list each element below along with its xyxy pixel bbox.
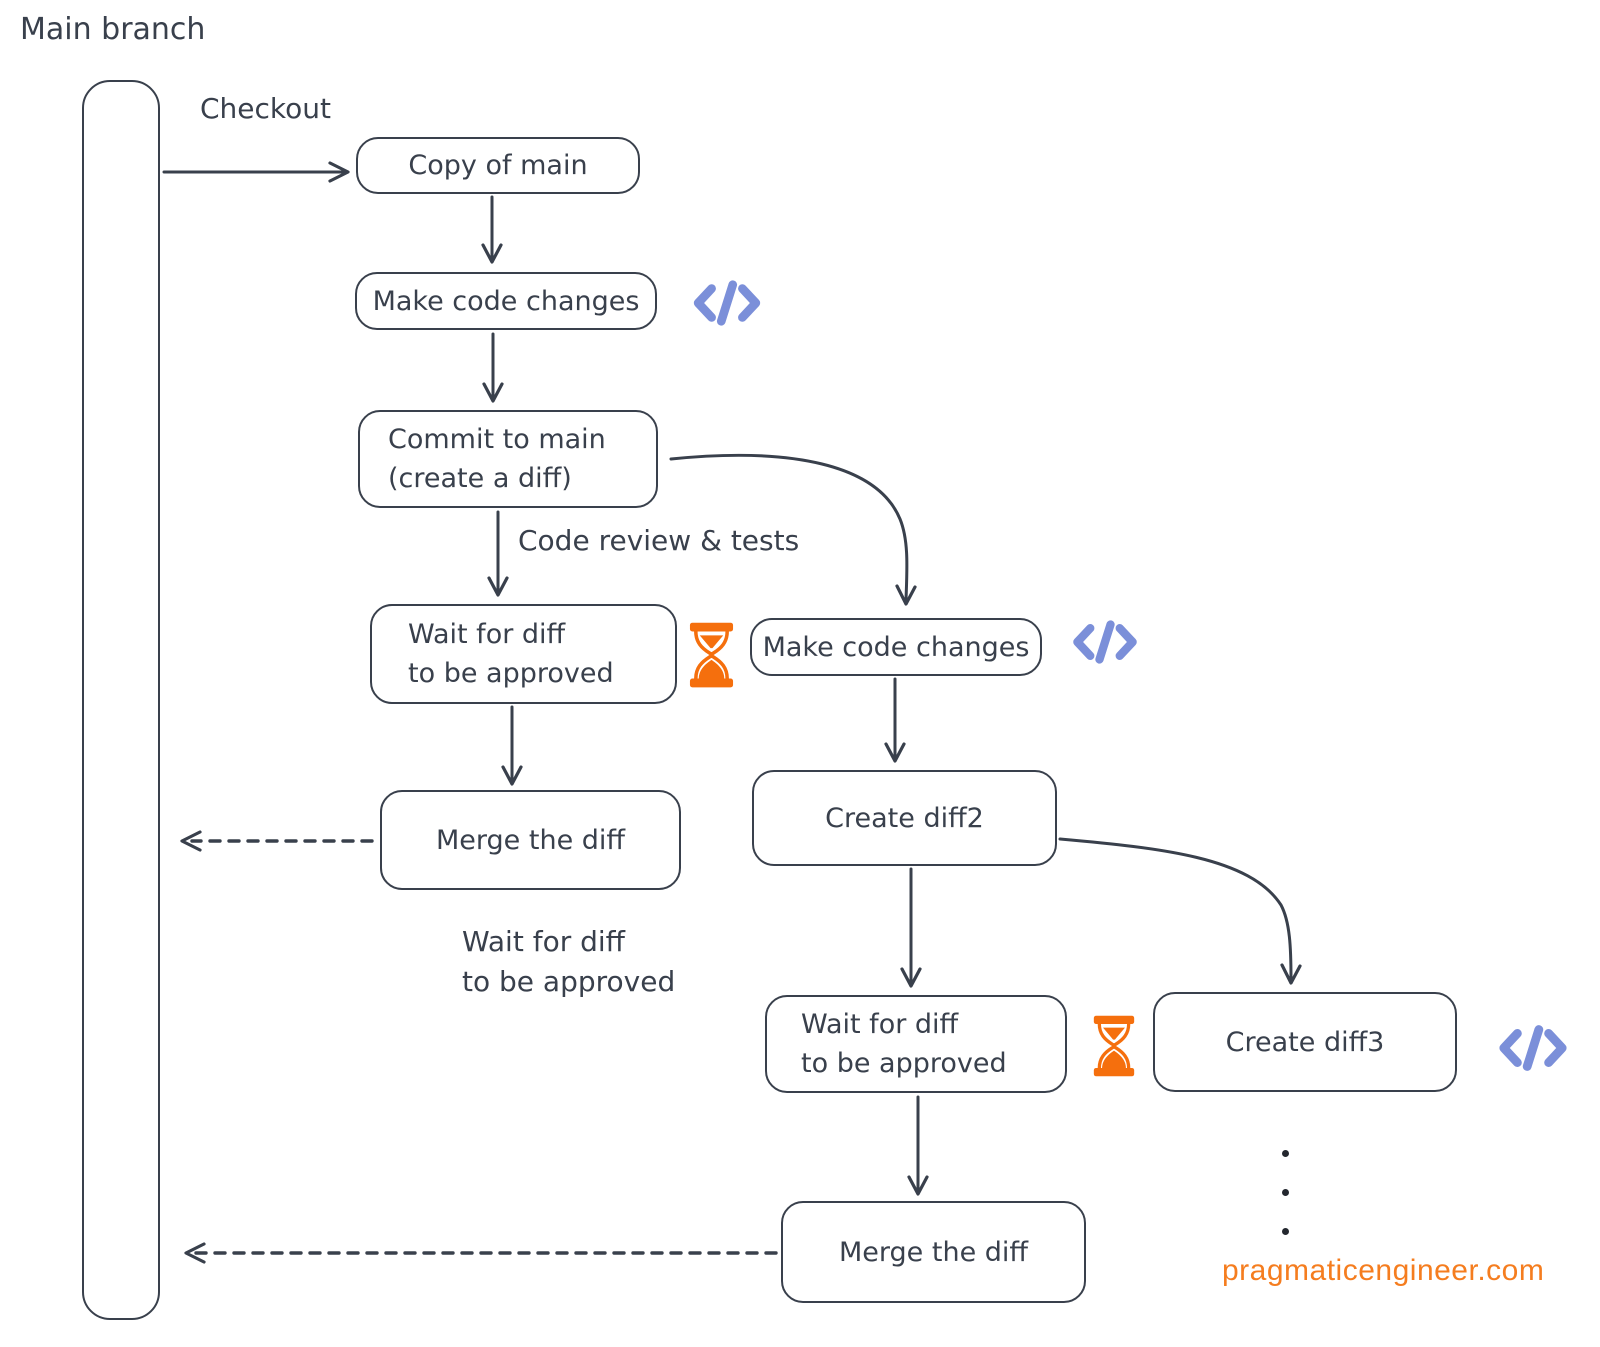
arrow-wait2-to-merge2 <box>907 1095 929 1196</box>
node-wait-for-diff-1: Wait for diff to be approved <box>370 604 677 704</box>
node-merge-the-diff-1: Merge the diff <box>380 790 681 890</box>
code-icon <box>693 280 761 326</box>
node-commit-line1: Commit to main <box>388 424 606 455</box>
node-create-diff3: Create diff3 <box>1153 992 1457 1092</box>
node-create-diff2-label: Create diff2 <box>825 802 984 834</box>
hourglass-icon <box>1093 1015 1135 1077</box>
node-merge-the-diff-2: Merge the diff <box>781 1201 1086 1303</box>
node-make-code-changes-2: Make code changes <box>750 618 1042 676</box>
arrow-wait1-to-merge1 <box>501 705 523 786</box>
node-wait1-line2: to be approved <box>408 658 614 689</box>
wait-note-line2: to be approved <box>462 965 676 998</box>
code-review-tests-label: Code review & tests <box>518 524 800 557</box>
arrow-creatediff2-to-wait2 <box>900 867 922 988</box>
arrow-make-changes2-to-creatediff2 <box>884 677 906 763</box>
code-icon <box>1499 1025 1567 1071</box>
hourglass-icon <box>689 622 734 688</box>
checkout-label: Checkout <box>200 92 331 125</box>
node-merge1-label: Merge the diff <box>436 824 625 856</box>
ellipsis-dot <box>1282 1189 1289 1196</box>
arrow-merge2-to-main-dashed <box>184 1242 778 1264</box>
code-icon <box>1073 620 1137 664</box>
node-make-code-changes-1: Make code changes <box>355 272 657 330</box>
node-create-diff3-label: Create diff3 <box>1225 1026 1385 1058</box>
node-wait2-line1: Wait for diff <box>801 1009 959 1040</box>
node-merge2-label: Merge the diff <box>839 1236 1028 1268</box>
node-create-diff2: Create diff2 <box>752 770 1057 866</box>
node-copy-of-main-label: Copy of main <box>408 150 588 181</box>
main-branch-lane <box>82 80 160 1320</box>
node-wait-for-diff-2: Wait for diff to be approved <box>765 995 1067 1093</box>
arrow-creatediff2-to-creatediff3 <box>1058 837 1302 985</box>
arrow-merge1-to-main-dashed <box>180 830 374 852</box>
wait-note-line1: Wait for diff <box>462 925 625 958</box>
arrow-copy-to-make-changes <box>481 195 503 264</box>
node-commit-line2: (create a diff) <box>388 463 572 494</box>
main-branch-label: Main branch <box>20 12 206 47</box>
ellipsis-dot <box>1282 1150 1289 1157</box>
node-wait2-line2: to be approved <box>801 1048 1007 1079</box>
node-make-code-changes-2-label: Make code changes <box>762 631 1030 663</box>
arrow-commit-to-wait <box>487 510 509 597</box>
arrow-checkout <box>162 161 350 183</box>
node-wait1-line1: Wait for diff <box>408 619 566 650</box>
node-make-code-changes-1-label: Make code changes <box>372 285 640 317</box>
wait-for-diff-note: Wait for diff to be approved <box>462 922 675 1002</box>
node-copy-of-main: Copy of main <box>356 137 640 194</box>
ellipsis-dot <box>1282 1228 1289 1235</box>
arrow-make-changes-to-commit <box>482 332 504 403</box>
watermark-text: pragmaticengineer.com <box>1222 1254 1545 1287</box>
node-commit-to-main: Commit to main (create a diff) <box>358 410 658 508</box>
